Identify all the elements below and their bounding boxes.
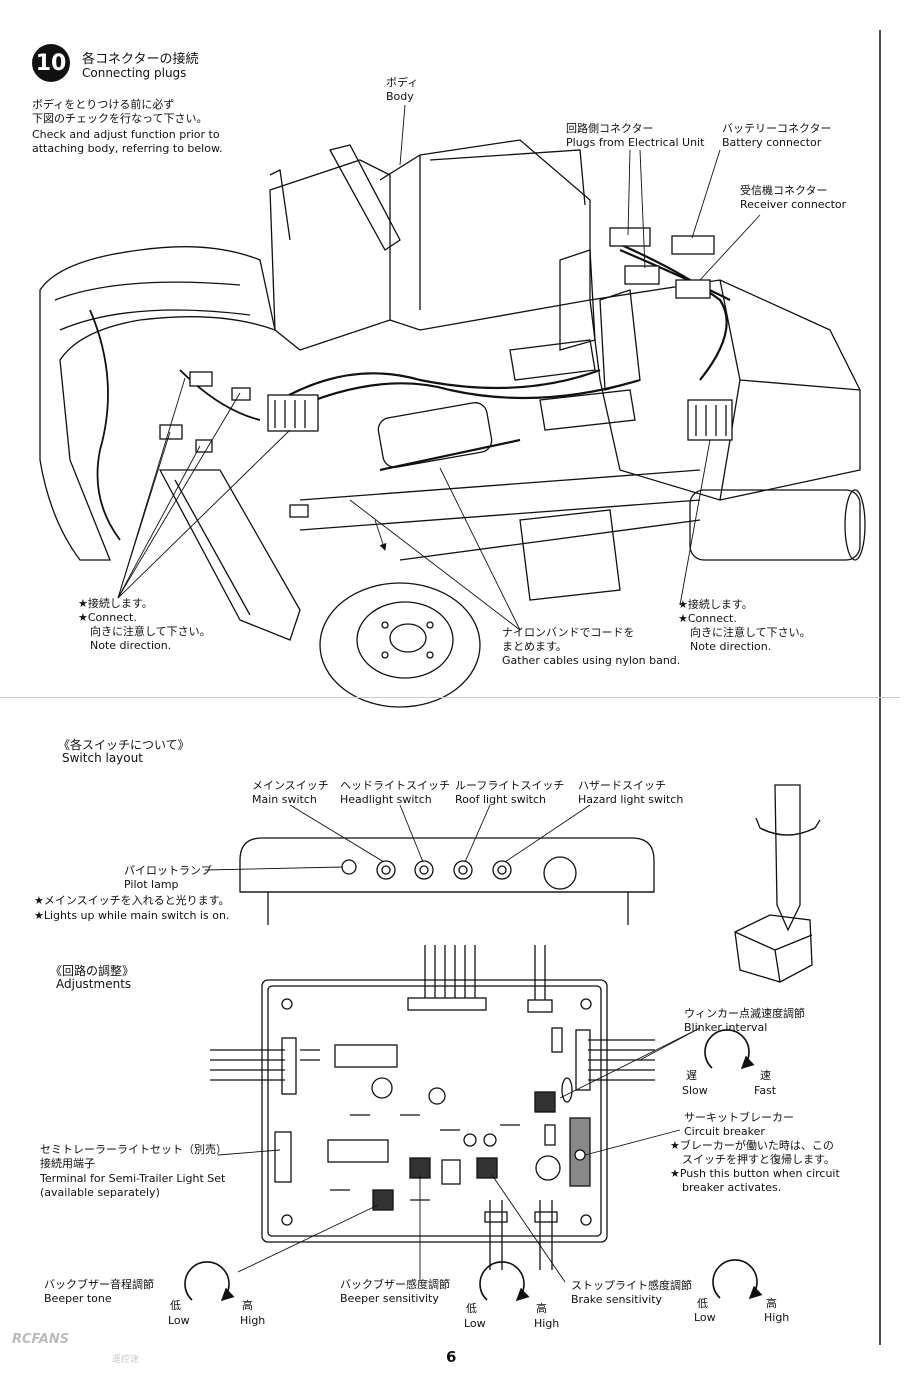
beeper-tone-high-en: High <box>240 1314 266 1327</box>
brake-high-en: High <box>764 1311 790 1324</box>
brake-en: Brake sensitivity <box>571 1293 663 1306</box>
semi-trailer-en-1: Terminal for Semi-Trailer Light Set <box>40 1172 226 1185</box>
blinker-slow-jp: 遅 <box>686 1069 697 1082</box>
switch-section-title-jp: 《各スイッチについて》 <box>58 738 190 752</box>
label-body-jp: ボディ <box>386 76 419 89</box>
label-battery-en: Battery connector <box>722 136 822 149</box>
label-dir-right-en: Note direction. <box>690 640 772 653</box>
brake-low-en: Low <box>694 1311 716 1324</box>
step-note-en-2: attaching body, referring to below. <box>32 142 223 155</box>
blinker-fast-en: Fast <box>754 1084 777 1097</box>
page-number: 6 <box>446 1348 457 1366</box>
semi-trailer-jp-2: 接続用端子 <box>40 1157 95 1170</box>
label-connect-right-en: ★Connect. <box>678 612 737 625</box>
semi-trailer-en-2: (available separately) <box>40 1186 160 1199</box>
blinker-jp: ウィンカー点滅速度調節 <box>684 1007 805 1020</box>
brake-jp: ストップライト感度調節 <box>571 1279 692 1292</box>
rotation-arcs <box>184 1029 763 1302</box>
blinker-fast-jp: 速 <box>760 1069 771 1082</box>
step-title-jp: 各コネクターの接続 <box>82 52 199 67</box>
watermark-sub: 遥控迷 <box>112 1355 140 1365</box>
pilot-lamp-en: Pilot lamp <box>124 878 179 891</box>
label-dir-left-jp: 向きに注意して下さい。 <box>90 625 211 638</box>
label-nylon-en: Gather cables using nylon band. <box>502 654 681 667</box>
label-body-en: Body <box>386 90 414 103</box>
beeper-tone-low-en: Low <box>168 1314 190 1327</box>
step-title-en: Connecting plugs <box>82 66 187 80</box>
label-dir-right-jp: 向きに注意して下さい。 <box>690 626 811 639</box>
breaker-jp: サーキットブレーカー <box>684 1111 794 1124</box>
brake-low-jp: 低 <box>697 1297 708 1310</box>
headlight-switch-jp: ヘッドライトスイッチ <box>340 779 450 792</box>
label-nylon-jp-1: ナイロンバンドでコードを <box>502 626 635 639</box>
circuit-board-drawing <box>210 945 655 1270</box>
beeper-tone-high-jp: 高 <box>242 1299 253 1312</box>
pilot-lamp-jp: パイロットランプ <box>124 864 212 877</box>
section-divider <box>0 697 900 698</box>
beeper-tone-low-jp: 低 <box>170 1299 181 1312</box>
breaker-note-jp-2: スイッチを押すと復帰します。 <box>682 1153 835 1166</box>
step-note-en-1: Check and adjust function prior to <box>32 128 220 141</box>
label-nylon-jp-2: まとめます。 <box>502 640 567 653</box>
step-note-jp-2: 下図のチェックを行なって下さい。 <box>32 112 208 125</box>
switch-panel-drawing <box>239 837 655 925</box>
label-receiver-jp: 受信機コネクター <box>740 184 828 197</box>
beeper-sens-high-en: High <box>534 1317 560 1330</box>
breaker-note-en-2: breaker activates. <box>682 1181 782 1194</box>
adjust-leader-lines <box>217 1027 701 1283</box>
adjust-section-title-en: Adjustments <box>56 977 132 991</box>
label-connect-left-en: ★Connect. <box>78 611 137 624</box>
adjust-section-title-jp: 《回路の調整》 <box>50 964 135 978</box>
label-connect-left-jp: ★接続します。 <box>78 597 153 610</box>
breaker-note-jp-1: ★ブレーカーが働いた時は、この <box>670 1139 834 1152</box>
truck-chassis-drawing <box>39 139 866 708</box>
roof-switch-jp: ルーフライトスイッチ <box>455 779 565 792</box>
pilot-note-jp: ★メインスイッチを入れると光ります。 <box>34 894 230 907</box>
roof-switch-en: Roof light switch <box>455 793 546 806</box>
beeper-sens-en: Beeper sensitivity <box>340 1292 439 1305</box>
label-receiver-en: Receiver connector <box>740 198 847 211</box>
switch-leader-lines <box>204 804 591 871</box>
step-note-jp-1: ボディをとりつける前に必ず <box>32 98 175 111</box>
brake-high-jp: 高 <box>766 1297 777 1310</box>
breaker-en: Circuit breaker <box>684 1125 765 1138</box>
hazard-switch-jp: ハザードスイッチ <box>578 779 666 792</box>
label-dir-left-en: Note direction. <box>90 639 172 652</box>
screwdriver-drawing <box>734 784 821 983</box>
top-leader-lines <box>117 104 761 631</box>
blinker-slow-en: Slow <box>682 1084 708 1097</box>
hazard-switch-en: Hazard light switch <box>578 793 684 806</box>
beeper-sens-low-en: Low <box>464 1317 486 1330</box>
switch-section-title-en: Switch layout <box>62 751 143 765</box>
label-connect-right-jp: ★接続します。 <box>678 598 753 611</box>
beeper-sens-low-jp: 低 <box>466 1302 477 1315</box>
beeper-tone-en: Beeper tone <box>44 1292 112 1305</box>
beeper-sens-jp: バックブザー感度調節 <box>340 1278 450 1291</box>
main-switch-jp: メインスイッチ <box>252 779 329 792</box>
label-plugs-elec-jp: 回路側コネクター <box>566 122 654 135</box>
label-plugs-elec-en: Plugs from Electrical Unit <box>566 136 705 149</box>
semi-trailer-jp-1: セミトレーラーライトセット（別売） <box>40 1143 227 1156</box>
label-battery-jp: バッテリーコネクター <box>722 122 832 135</box>
blinker-en: Blinker interval <box>684 1021 768 1034</box>
step-number-badge: 10 <box>32 44 70 82</box>
beeper-sens-high-jp: 高 <box>536 1302 547 1315</box>
headlight-switch-en: Headlight switch <box>340 793 432 806</box>
breaker-note-en-1: ★Push this button when circuit <box>670 1167 840 1180</box>
main-switch-en: Main switch <box>252 793 317 806</box>
pilot-note-en: ★Lights up while main switch is on. <box>34 909 230 922</box>
watermark-logo: RCFANS <box>12 1332 70 1347</box>
beeper-tone-jp: バックブザー音程調節 <box>44 1278 154 1291</box>
